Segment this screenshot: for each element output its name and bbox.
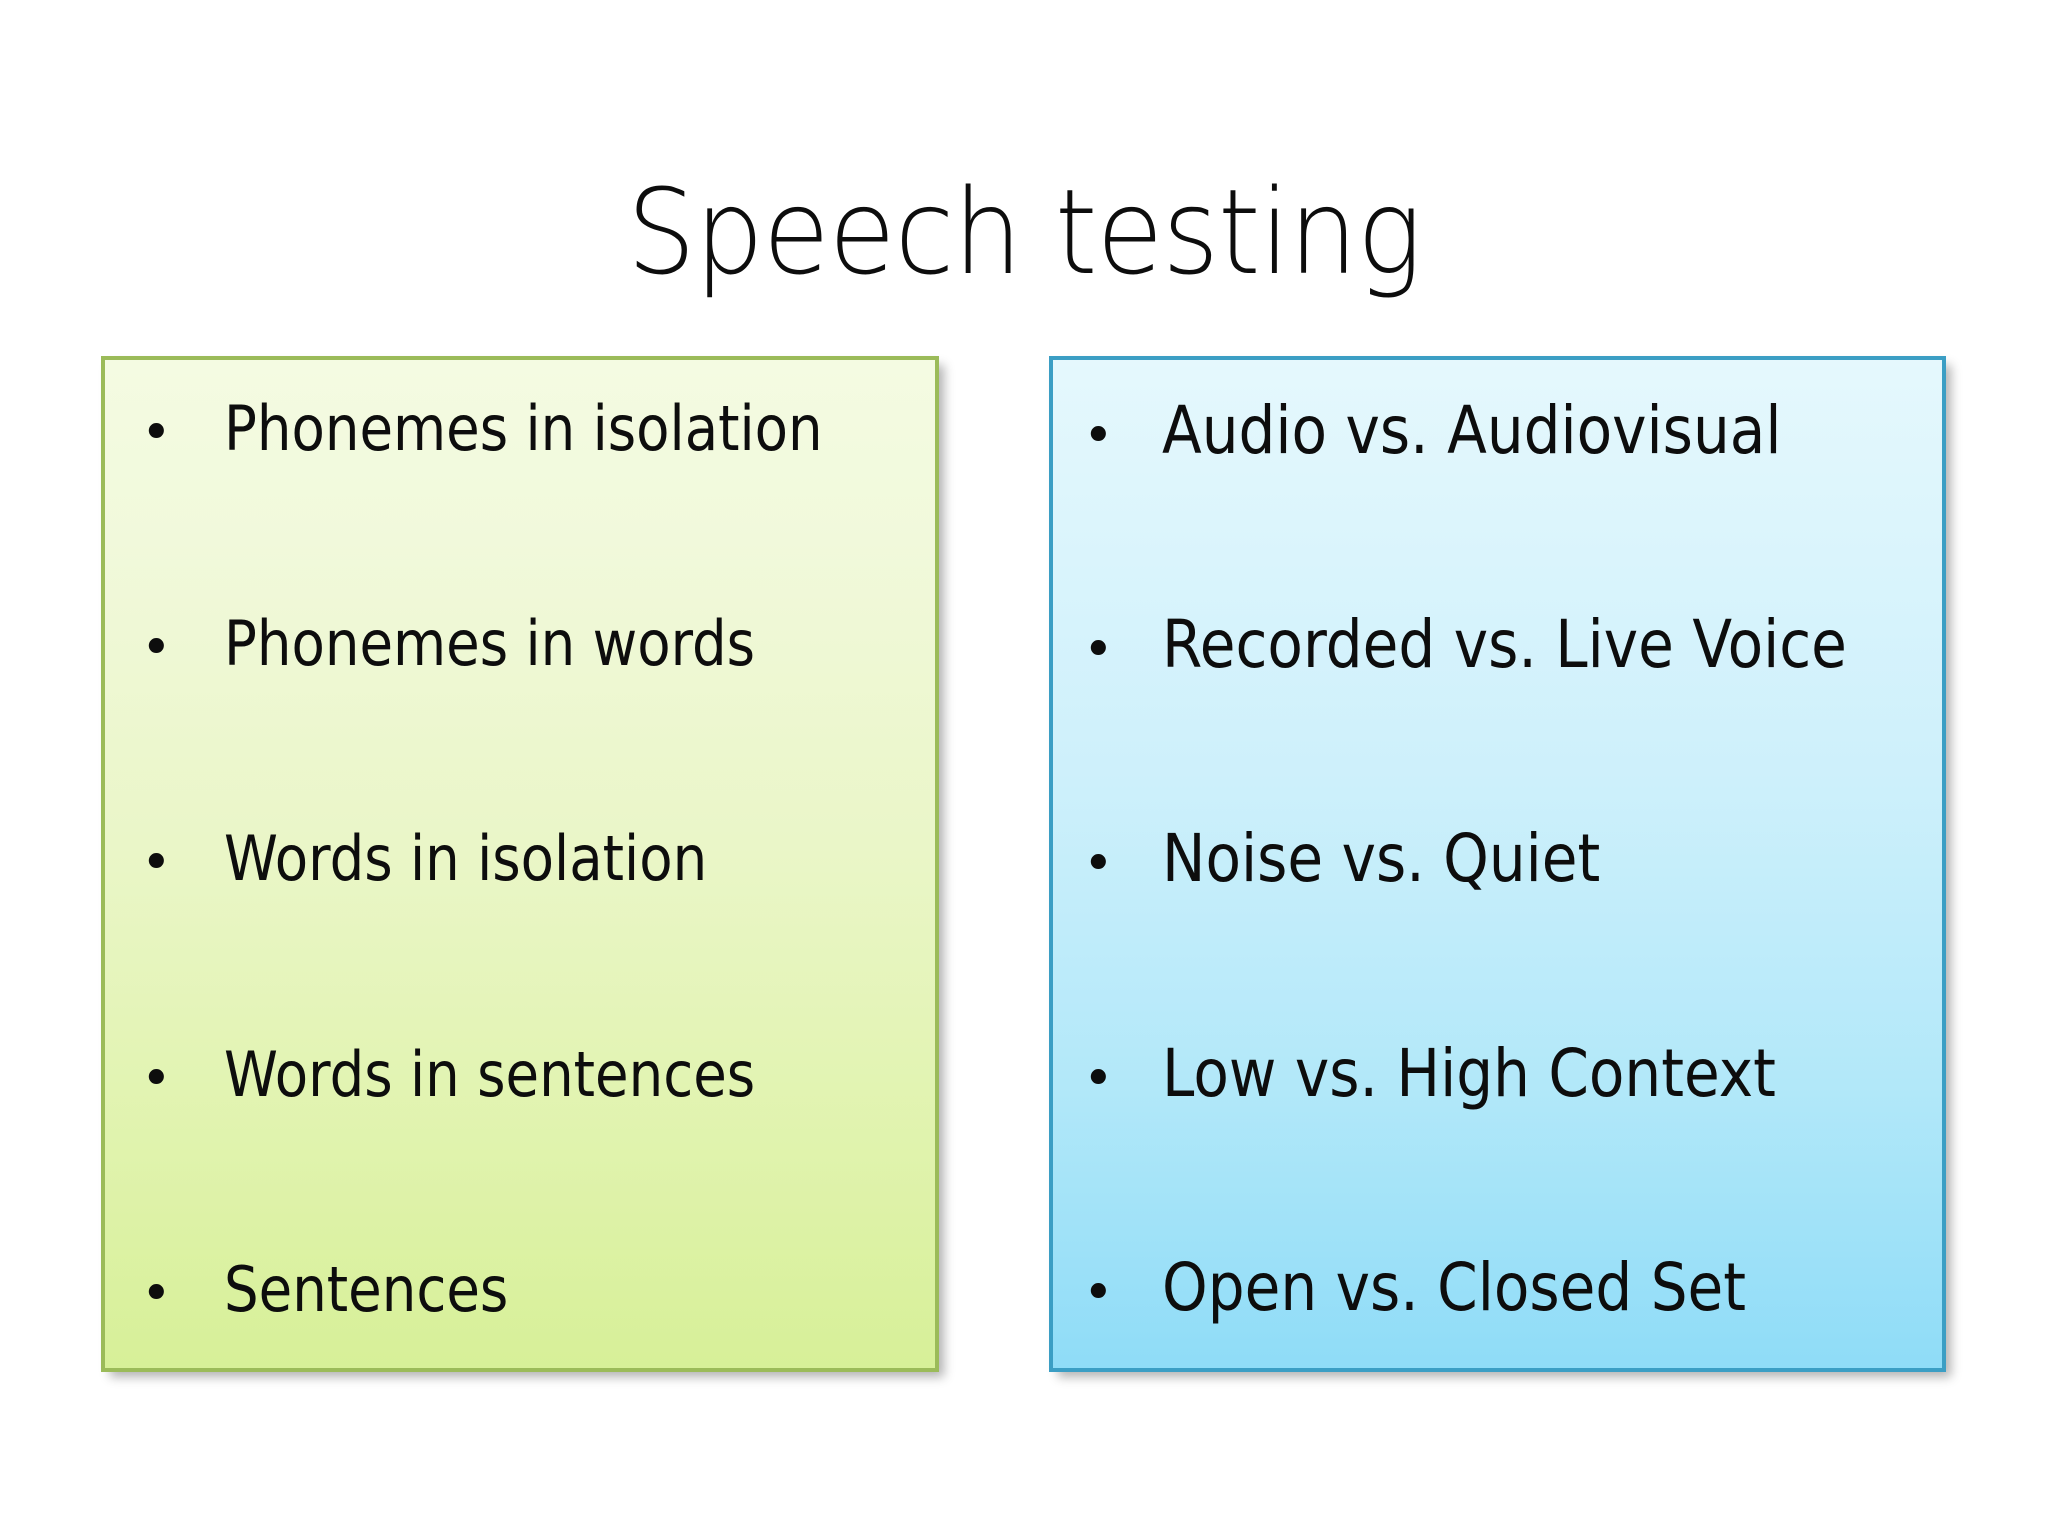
bullet-icon: • [141,618,172,679]
list-item-label: Audio vs. Audiovisual [1161,392,1782,469]
right-bullet-list: • Audio vs. Audiovisual • Recorded vs. L… [1053,360,1942,1368]
page-title: Speech testing [626,163,1422,302]
list-item: • Sentences [123,1257,917,1322]
list-item-label: Noise vs. Quiet [1161,820,1600,898]
list-item: • Noise vs. Quiet [1071,820,1924,898]
list-item-label: Recorded vs. Live Voice [1161,606,1847,684]
bullet-icon: • [141,403,172,463]
left-content-box: • Phonemes in isolation • Phonemes in wo… [101,356,939,1372]
list-item: • Phonemes in words [123,611,917,676]
list-item: • Phonemes in isolation [123,396,917,461]
bullet-icon: • [1083,1048,1114,1109]
list-item-label: Phonemes in words [223,607,755,681]
list-item-label: Open vs. Closed Set [1161,1248,1746,1326]
list-item-label: Words in sentences [223,1037,755,1111]
bullet-icon: • [141,1048,172,1109]
left-bullet-list: • Phonemes in isolation • Phonemes in wo… [105,360,935,1368]
list-item: • Low vs. High Context [1071,1034,1924,1112]
list-item: • Words in sentences [123,1042,917,1107]
right-content-box: • Audio vs. Audiovisual • Recorded vs. L… [1049,356,1946,1372]
bullet-icon: • [1083,620,1114,681]
list-item-label: Phonemes in isolation [223,392,823,465]
list-item: • Recorded vs. Live Voice [1071,606,1924,684]
bullet-icon: • [141,1263,172,1324]
bullet-icon: • [1083,834,1114,895]
list-item-label: Words in isolation [223,822,707,896]
list-item-label: Sentences [223,1252,508,1326]
list-item: • Open vs. Closed Set [1071,1248,1924,1326]
list-item-label: Low vs. High Context [1161,1034,1776,1112]
bullet-icon: • [1083,1262,1114,1323]
bullet-icon: • [1083,406,1114,466]
bullet-icon: • [141,833,172,894]
list-item: • Words in isolation [123,826,917,891]
list-item: • Audio vs. Audiovisual [1071,392,1924,469]
